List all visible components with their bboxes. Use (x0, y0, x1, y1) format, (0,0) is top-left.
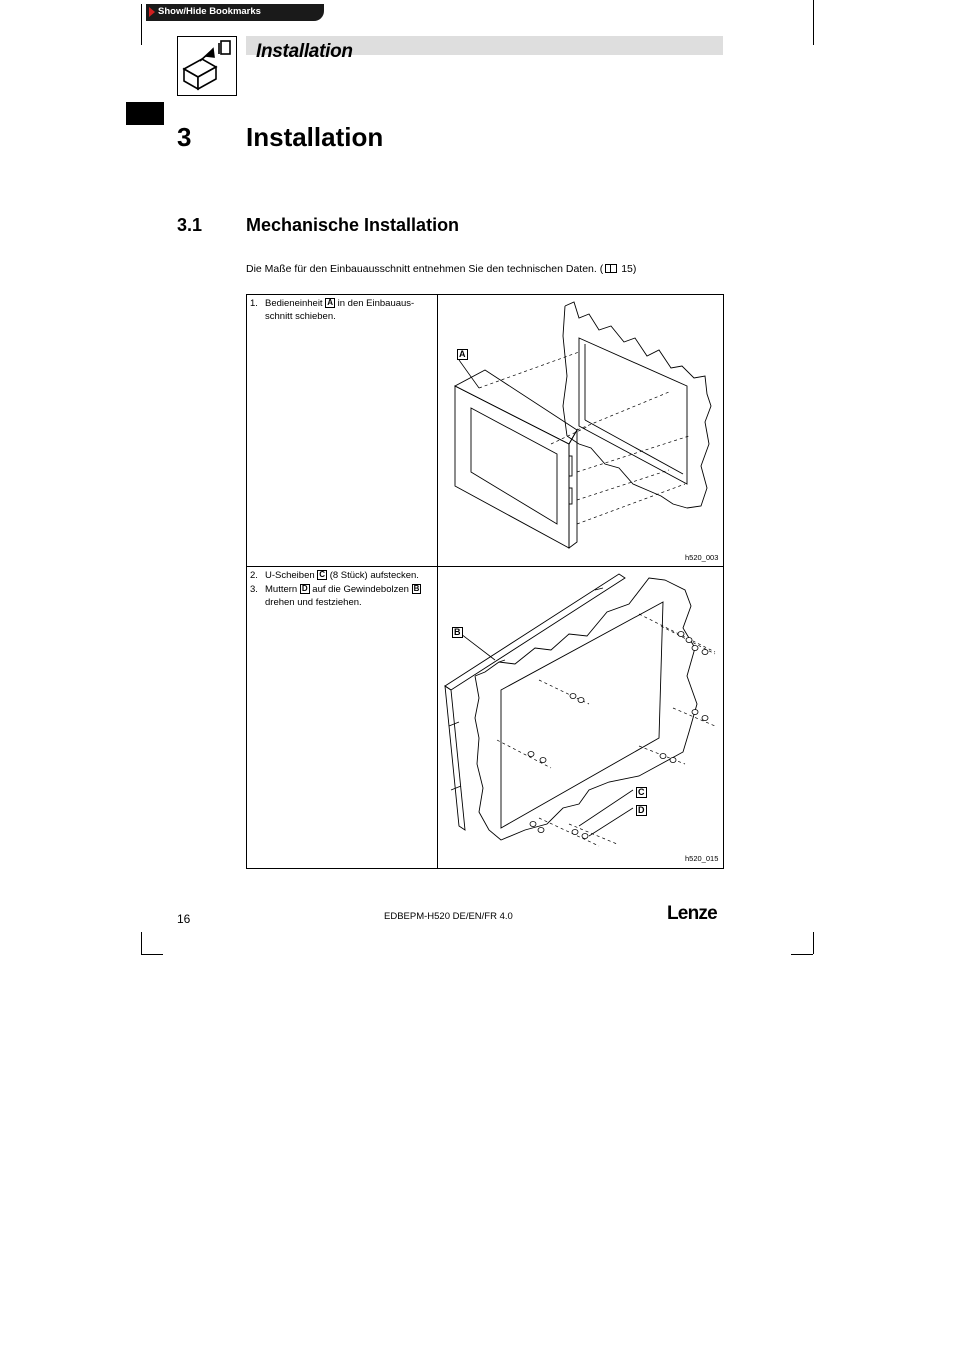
section-title: Mechanische Installation (246, 215, 460, 235)
step-text-part: (8 Stück) aufstecken. (327, 570, 419, 581)
callout-ref: A (325, 298, 335, 308)
document-code: EDBEPM-H520 DE/EN/FR 4.0 (384, 911, 513, 922)
table-divider-horizontal (247, 566, 723, 567)
step-text-part: Bedieneinheit (265, 298, 326, 309)
crop-mark-bottom-right-v (813, 932, 814, 954)
step-number: 2. (250, 570, 258, 581)
step-text-part: auf die Gewindebolzen (309, 584, 412, 595)
step-text-part: in den Einbauaus-schnitt schieben. (265, 298, 415, 322)
header-title: Installation (256, 41, 353, 62)
triangle-right-icon (149, 7, 155, 17)
page-reference-link[interactable]: 15) (621, 263, 637, 275)
step-text: U-Scheiben C (8 Stück) aufstecken. (265, 569, 433, 582)
figure-id: h520_003 (685, 553, 719, 562)
step-number: 3. (250, 584, 258, 595)
installation-box-icon (177, 36, 237, 96)
show-hide-bookmarks-button[interactable]: Show/Hide Bookmarks (146, 4, 324, 21)
figure-id: h520_015 (685, 854, 719, 863)
lenze-logo: Lenze (667, 903, 718, 924)
crop-mark-bottom-left-h (141, 954, 163, 955)
section-number: 3.1 (177, 215, 203, 235)
step-number: 1. (250, 298, 258, 309)
step-text-part: U-Scheiben (265, 570, 318, 581)
table-divider-vertical (437, 295, 438, 868)
callout-ref: D (299, 584, 310, 594)
crop-mark-bottom-left-v (141, 932, 142, 954)
callout-a: A (457, 349, 468, 360)
chapter-number: 3 (177, 122, 192, 152)
installation-steps-table: 1. Bedieneinheit A in den Einbauaus-schn… (246, 294, 724, 869)
intro-text: Die Maße für den Einbauausschnitt entneh… (246, 263, 604, 275)
callout-b: B (452, 627, 463, 638)
book-icon (605, 264, 618, 273)
callout-ref: C (317, 570, 328, 580)
figure-insertion: A h520_003 (439, 296, 722, 565)
bookmark-tab-label: Show/Hide Bookmarks (158, 6, 261, 17)
chapter-marker (126, 102, 164, 125)
step-text: Muttern D auf die Gewindebolzen B drehen… (265, 583, 433, 609)
callout-ref: B (411, 584, 422, 594)
crop-mark-top-left (141, 4, 142, 45)
crop-mark-top-right (813, 0, 814, 45)
page-number: 16 (177, 912, 191, 926)
header-band (246, 36, 723, 55)
step-text-part: Muttern (265, 584, 300, 595)
step-text-part: drehen und festziehen. (265, 597, 362, 608)
chapter-title: Installation (246, 122, 384, 152)
callout-c: C (636, 787, 647, 798)
step-text: Bedieneinheit A in den Einbauaus-schnitt… (265, 297, 433, 323)
crop-mark-bottom-right-h (791, 954, 813, 955)
figure-fastening: B C D h520_015 (439, 568, 722, 866)
callout-d: D (636, 805, 647, 816)
intro-paragraph: Die Maße für den Einbauausschnitt entneh… (246, 263, 636, 275)
